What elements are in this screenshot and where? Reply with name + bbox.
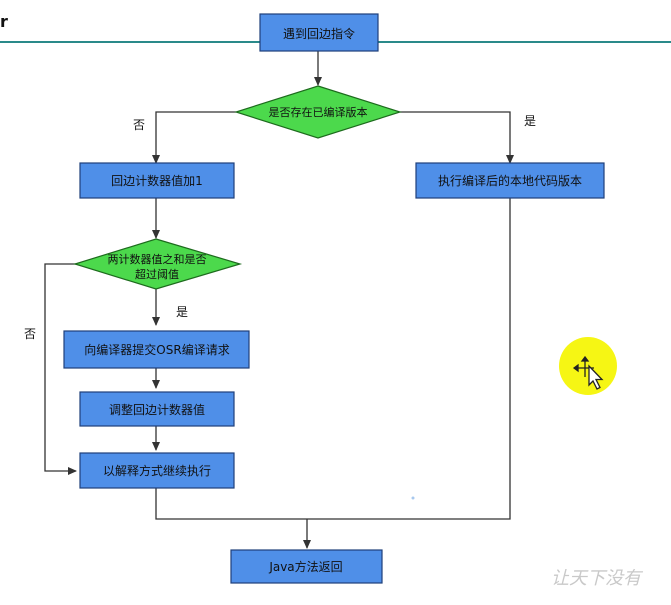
node-increment-counter: 回边计数器值加1	[79, 162, 235, 199]
move-cursor-icon	[572, 355, 604, 390]
edge-label-yes-down: 是	[176, 305, 188, 319]
svg-text:执行编译后的本地代码版本: 执行编译后的本地代码版本	[438, 173, 582, 188]
edge-interpret-to-merge	[155, 488, 307, 520]
edge-label-yes-right: 是	[524, 114, 536, 128]
svg-text:调整回边计数器值: 调整回边计数器值	[109, 402, 205, 417]
edge-label-no-loop: 否	[24, 327, 36, 341]
node-start: 遇到回边指令	[259, 13, 379, 52]
decision-threshold-line1: 两计数器值之和是否	[108, 252, 207, 266]
svg-text:回边计数器值加1: 回边计数器值加1	[111, 173, 203, 188]
node-decision-compiled: 是否存在已编译版本	[234, 85, 402, 139]
edge-threshold-no	[44, 263, 77, 475]
edge-label-no-left: 否	[133, 118, 145, 132]
watermark: 让天下没有	[551, 568, 644, 589]
node-interpret-continue: 以解释方式继续执行	[79, 452, 235, 489]
svg-text:向编译器提交OSR编译请求: 向编译器提交OSR编译请求	[84, 342, 229, 357]
edge-native-to-merge	[307, 198, 511, 520]
node-adjust-counter: 调整回边计数器值	[79, 391, 235, 427]
cursor-highlight	[559, 337, 617, 395]
node-java-return: Java方法返回	[230, 549, 383, 584]
svg-text:是否存在已编译版本: 是否存在已编译版本	[269, 105, 368, 119]
corner-glyph: r	[0, 12, 8, 31]
svg-text:以解释方式继续执行: 以解释方式继续执行	[103, 463, 211, 478]
svg-text:遇到回边指令: 遇到回边指令	[283, 26, 355, 41]
edge-decision-yes	[400, 111, 514, 164]
speck	[411, 496, 415, 500]
svg-text:Java方法返回: Java方法返回	[268, 559, 342, 574]
decision-threshold-line2: 超过阈值	[135, 267, 179, 281]
node-run-native: 执行编译后的本地代码版本	[415, 162, 605, 199]
node-submit-osr: 向编译器提交OSR编译请求	[63, 330, 250, 369]
node-decision-threshold: 两计数器值之和是否 超过阈值	[72, 238, 243, 290]
edge-decision-no	[152, 111, 236, 164]
